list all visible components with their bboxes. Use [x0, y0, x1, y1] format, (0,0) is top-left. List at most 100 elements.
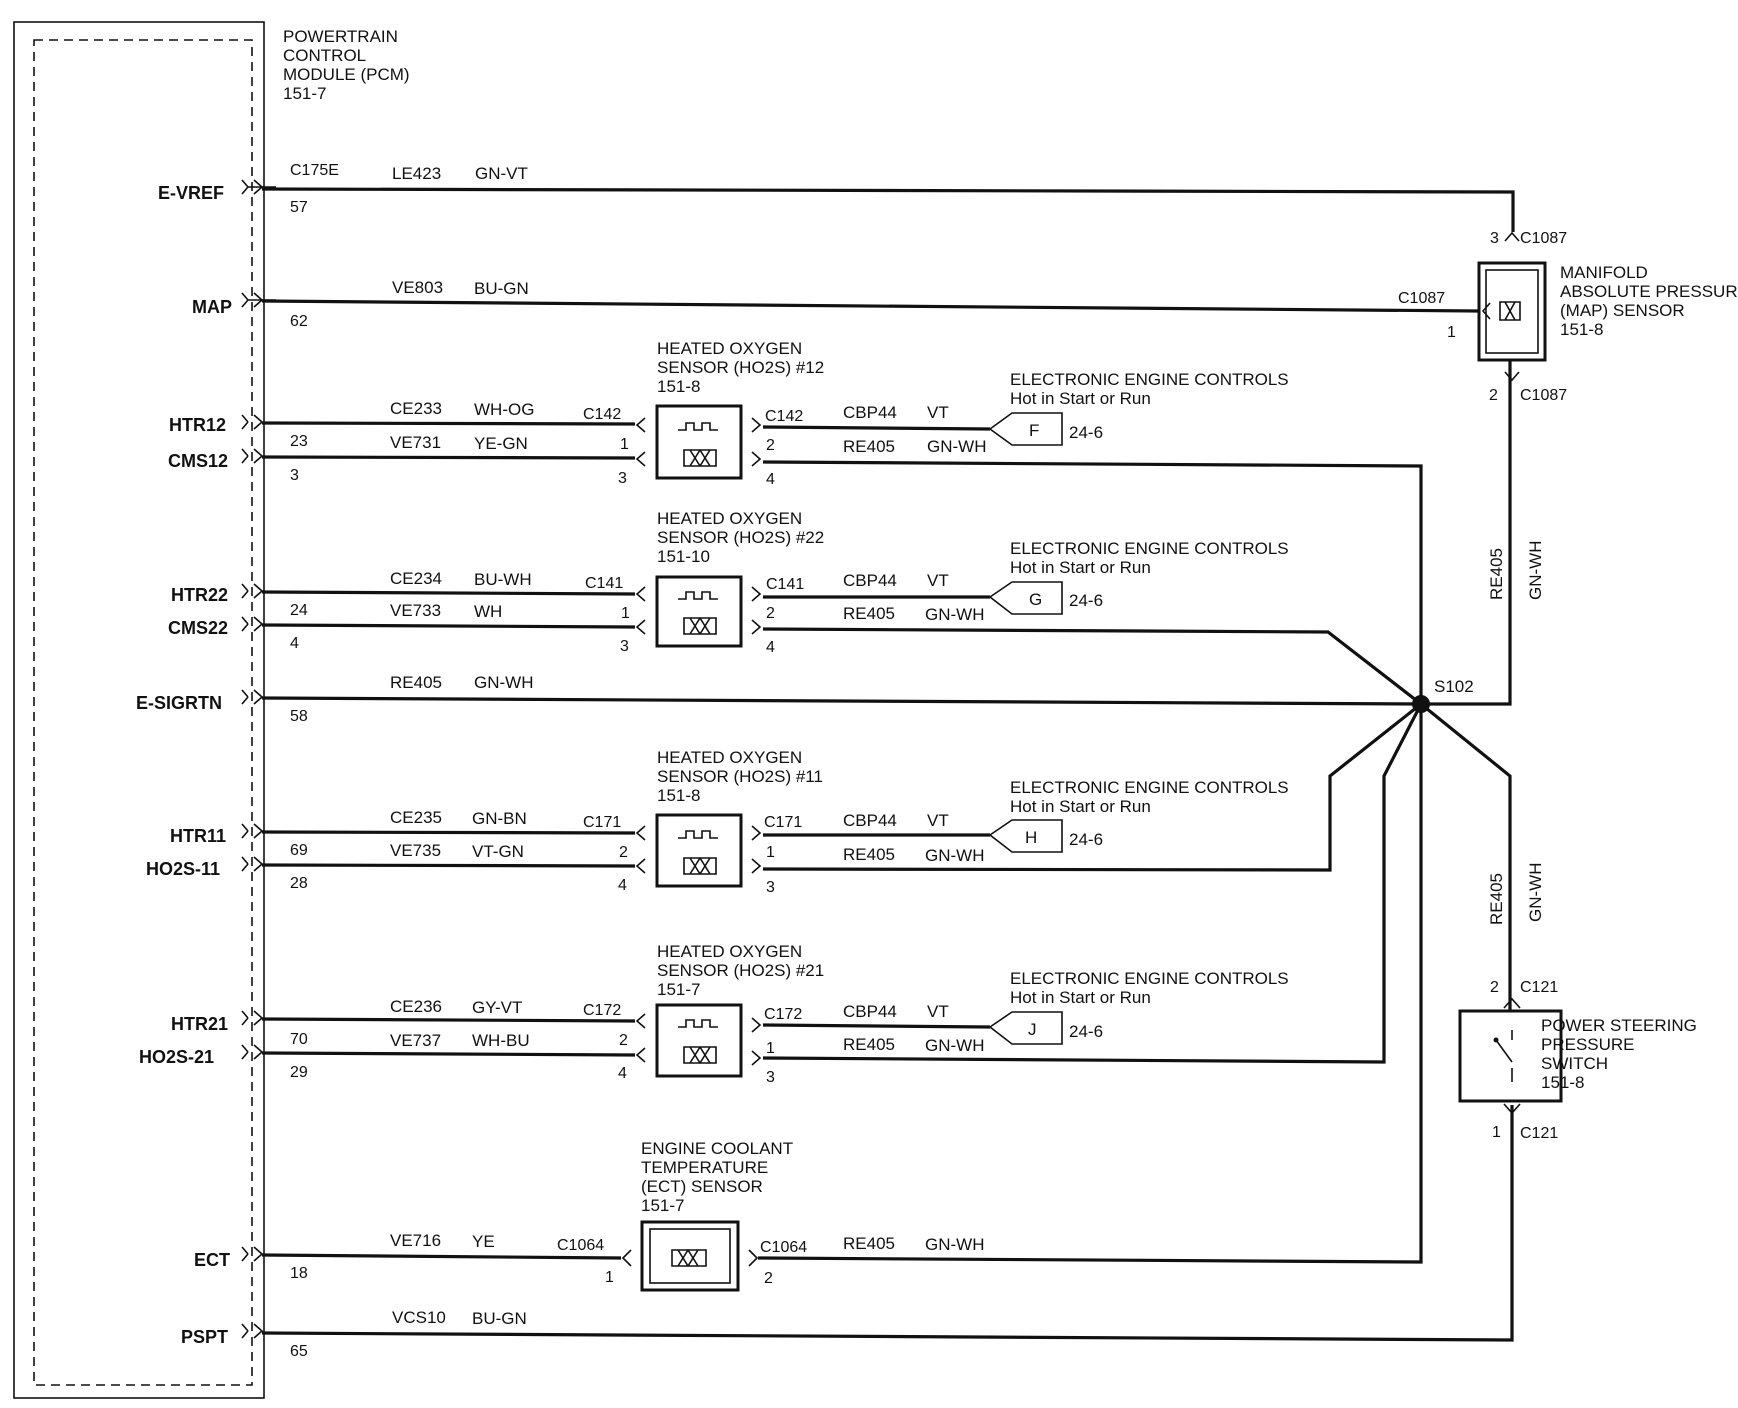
arrow-pspt: [241, 1323, 249, 1339]
signal-ect: ECT: [194, 1250, 230, 1270]
label-ho2s11-power-color: VT: [927, 811, 949, 830]
pcm-connector-label: C175E: [290, 162, 339, 179]
wire-htr11: [261, 830, 636, 835]
label-ho2s21-power-color: VT: [927, 1002, 949, 1021]
ect-title: ENGINE COOLANT TEMPERATURE (ECT) SENSOR …: [641, 1139, 798, 1215]
pin-cms12: 3: [290, 467, 299, 484]
signal-ho2s11: HO2S-11: [146, 859, 220, 879]
ho2s22-title: HEATED OXYGEN SENSOR (HO2S) #22 151-10: [657, 509, 829, 566]
ho2s12-heater-symbol: [678, 422, 718, 431]
ps-pin-bottom: 1: [1492, 1124, 1501, 1141]
eec-g-tag-shape: [988, 581, 1063, 615]
signal-htr12: HTR12: [169, 415, 226, 435]
splice-dot: [1412, 695, 1430, 713]
ho2s11-connector-left: C171: [583, 814, 621, 831]
ho2s22-pin-htr-in: 1: [621, 605, 630, 622]
label-ho2s11-color: VT-GN: [472, 842, 524, 861]
signal-cms12: CMS12: [168, 451, 228, 471]
label-esigrtn-color: GN-WH: [474, 673, 533, 692]
ho2s11-pin-htr-out: 1: [766, 844, 775, 861]
label-cms12-color: YE-GN: [474, 434, 528, 453]
label-ho2s21-return-circuit: RE405: [843, 1035, 895, 1054]
wire-ho2s12-power: [762, 425, 991, 431]
eec-g-page: 24-6: [1069, 591, 1103, 610]
ho2s12-title: HEATED OXYGEN SENSOR (HO2S) #12 151-8: [657, 339, 829, 396]
eec-h: ELECTRONIC ENGINE CONTROLS Hot in Start …: [988, 778, 1289, 853]
ho2s22-pin-sig-out: 4: [766, 639, 775, 656]
ho2s22-pin-sig-in: 3: [620, 638, 629, 655]
wire-ho2s21-power: [762, 1023, 991, 1029]
label-ho2s21-color: WH-BU: [472, 1031, 530, 1050]
ho2s11-sensor: HEATED OXYGEN SENSOR (HO2S) #11 151-8 C1…: [583, 748, 823, 896]
ect-arrows: [621, 1249, 759, 1267]
signal-htr11: HTR11: [170, 826, 226, 846]
ho2s11-arrows: [635, 825, 762, 874]
pin-htr12: 23: [290, 433, 308, 450]
wire-cms12: [261, 455, 636, 460]
label-htr12-color: WH-OG: [474, 400, 534, 419]
pcm-inner-dashed: [33, 39, 253, 1386]
label-map-circuit: VE803: [392, 278, 443, 297]
ho2s22-heater-symbol: [678, 591, 718, 600]
ps-switch-arrows: [1503, 997, 1521, 1115]
map-connector-side: C1087: [1398, 290, 1445, 307]
wires: [261, 187, 1515, 1342]
pin-htr22: 24: [290, 602, 308, 619]
ho2s12-sensor: HEATED OXYGEN SENSOR (HO2S) #12 151-8 C1…: [583, 339, 829, 488]
ho2s22-element-symbol: [683, 617, 717, 635]
label-ho2s12-power-color: VT: [927, 403, 949, 422]
ps-connector-bottom: C121: [1520, 1125, 1558, 1142]
ho2s22-box: [655, 575, 743, 648]
label-ps-return-color: GN-WH: [1526, 863, 1545, 922]
ho2s12-pin-sig-out: 4: [766, 471, 775, 488]
label-ho2s22-return-color: GN-WH: [925, 605, 984, 624]
label-map-return-color: GN-WH: [1526, 541, 1545, 600]
label-esigrtn-circuit: RE405: [390, 673, 442, 692]
ho2s21-pin-htr-out: 1: [766, 1040, 775, 1057]
wire-htr12: [261, 421, 636, 426]
ect-inner: [649, 1228, 731, 1284]
wire-evref: [261, 187, 1515, 232]
splice-s102: S102: [1412, 677, 1474, 713]
eec-j-tag-shape: [988, 1011, 1063, 1045]
ho2s22-pin-htr-out: 2: [766, 605, 775, 622]
eec-j-subtitle: Hot in Start or Run: [1010, 988, 1151, 1007]
map-sensor-box: [1477, 261, 1547, 362]
label-pspt-circuit: VCS10: [392, 1308, 446, 1327]
label-ho2s22-power-color: VT: [927, 571, 949, 590]
ho2s22-connector-left: C141: [585, 575, 623, 592]
ho2s12-box: [655, 404, 743, 480]
eec-j-title: ELECTRONIC ENGINE CONTROLS: [1010, 969, 1289, 988]
ho2s11-connector-right: C171: [764, 814, 802, 831]
map-connector-top: C1087: [1520, 230, 1567, 247]
map-connector-bottom: C1087: [1520, 387, 1567, 404]
pcm-connector-arrows: [241, 179, 276, 1339]
wire-ect: [261, 1253, 622, 1260]
map-sensor-arrows: [1481, 231, 1520, 382]
ect-connector-right: C1064: [760, 1239, 807, 1256]
pin-ho2s21: 29: [290, 1064, 308, 1081]
ho2s11-pin-sig-out: 3: [766, 879, 775, 896]
label-htr11-color: GN-BN: [472, 809, 527, 828]
eec-j-tag: J: [1028, 1020, 1037, 1039]
signal-cms22: CMS22: [168, 618, 228, 638]
label-ho2s22-return-circuit: RE405: [843, 604, 895, 623]
eec-j: ELECTRONIC ENGINE CONTROLS Hot in Start …: [988, 969, 1289, 1045]
arrow-ho2s21: [241, 1010, 249, 1060]
pcm-signal-names: E-VREF MAP HTR12 CMS12 HTR22 CMS22 E-SIG…: [136, 183, 232, 1347]
label-htr21-color: GY-VT: [472, 998, 522, 1017]
label-htr11-circuit: CE235: [390, 808, 442, 827]
ps-pin-top: 2: [1490, 979, 1499, 996]
pcm-title: POWERTRAIN CONTROL MODULE (PCM) 151-7: [283, 27, 414, 103]
label-htr22-color: BU-WH: [474, 570, 532, 589]
pin-map: 62: [290, 313, 308, 330]
pin-ho2s11: 28: [290, 875, 308, 892]
ho2s11-heater-symbol: [678, 830, 718, 839]
wire-htr21: [261, 1017, 636, 1023]
ps-switch-pivot: [1493, 1037, 1499, 1043]
ho2s22-connector-right: C141: [766, 576, 804, 593]
map-sensor-inner: [1485, 269, 1539, 354]
signal-pspt: PSPT: [181, 1327, 228, 1347]
pin-htr11: 69: [290, 842, 308, 859]
